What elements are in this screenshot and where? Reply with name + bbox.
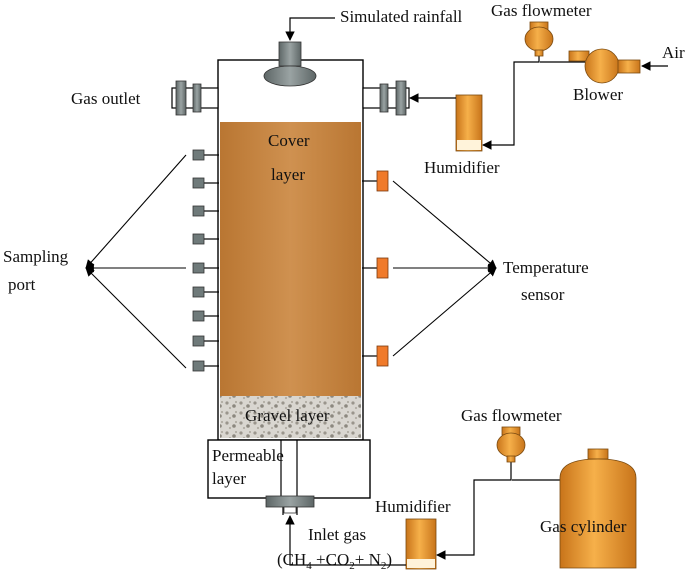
permeable-layer-box (207, 439, 371, 499)
formula-plus2: + N (355, 550, 381, 569)
temperature-sensor-body (376, 345, 389, 367)
label-permeable-layer-2: layer (212, 469, 246, 488)
humidifier-bottom-water (407, 559, 435, 568)
sampling-port (192, 205, 219, 217)
sampling-port (192, 262, 219, 274)
sprinkler-head (263, 65, 317, 87)
humidifier-bottom (285, 457, 512, 570)
humidifier-to-inlet-line (285, 515, 406, 566)
flowmeter-bottom-bulb (496, 432, 526, 458)
sampling-arrow-3 (85, 267, 187, 369)
label-sampling-port-1: Sampling (3, 247, 69, 266)
blower-outlet-stub (617, 59, 641, 74)
label-permeable-layer-1: Permeable (212, 446, 284, 465)
label-gas-flowmeter-bottom: Gas flowmeter (461, 406, 562, 425)
flowmeter-bottom-neck (506, 455, 516, 463)
temperature-sensor (362, 257, 389, 279)
temperature-sensor-body (376, 257, 389, 279)
sampling-port (192, 233, 219, 245)
cover-layer (220, 122, 361, 396)
gas-inlet-flange-inner (379, 83, 389, 113)
sampling-port (192, 310, 219, 322)
label-simulated-rainfall: Simulated rainfall (340, 7, 463, 26)
sampling-ports (192, 149, 219, 372)
label-gas-outlet: Gas outlet (71, 89, 141, 108)
gas-outlet-flange-inner (192, 83, 202, 113)
label-sampling-port-2: port (8, 275, 36, 294)
label-temperature-sensor-2: sensor (521, 285, 565, 304)
blower-housing (584, 48, 620, 84)
formula-sub1: 4 (306, 560, 312, 572)
label-humidifier-top: Humidifier (424, 158, 500, 177)
rainfall-sprinkler (263, 17, 335, 87)
label-blower: Blower (573, 85, 623, 104)
temperature-sensor (362, 345, 389, 367)
sprinkler-stem (278, 41, 302, 67)
label-gas-cylinder: Gas cylinder (540, 517, 627, 536)
temperature-sensor-arrows (392, 180, 497, 357)
labels: Simulated rainfall Gas flowmeter Air Blo… (3, 1, 685, 572)
gas-inlet-flange-outer (395, 80, 407, 116)
label-air: Air (662, 43, 685, 62)
sampling-port (192, 360, 219, 372)
sampling-port (192, 149, 219, 161)
blower (568, 48, 668, 84)
sensor-arrow-3 (392, 267, 497, 357)
temperature-sensor (362, 170, 389, 192)
sampling-port-valve (192, 177, 205, 189)
sensor-arrow-1 (392, 180, 497, 269)
cylinder-valve (587, 448, 609, 460)
sampling-port (192, 177, 219, 189)
reactor-column (207, 59, 371, 515)
gas-flowmeter-top (524, 21, 585, 63)
flowmeter-top-neck (534, 49, 544, 57)
rainfall-arrow-line (285, 17, 335, 41)
sampling-port (192, 286, 219, 298)
label-humidifier-bottom: Humidifier (375, 497, 451, 516)
inlet-valve (265, 495, 315, 508)
formula-sub2: 2 (349, 560, 355, 572)
label-inlet-gas: Inlet gas (308, 525, 366, 544)
temperature-sensor-body (376, 170, 389, 192)
sampling-port-valve (192, 310, 205, 322)
label-cover-layer-2: layer (271, 165, 305, 184)
cylinder-shape (559, 458, 637, 569)
label-gas-flowmeter-top: Gas flowmeter (491, 1, 592, 20)
gas-inlet-fitting (362, 80, 410, 116)
gas-cylinder (559, 448, 637, 569)
formula-sub3: 2 (381, 560, 387, 572)
gravel-layer (220, 396, 361, 438)
label-gravel-layer: Gravel layer (245, 406, 330, 425)
sampling-port-valve (192, 205, 205, 217)
formula-close: ) (386, 550, 392, 569)
sampling-port-valve (192, 233, 205, 245)
temperature-sensors (362, 170, 389, 367)
humidifier-top-water (457, 140, 481, 150)
sampling-port-valve (192, 286, 205, 298)
flowmeter-top-bulb (524, 26, 554, 52)
label-formula: (CH4 +CO2+ N2) (277, 550, 392, 572)
gas-outlet-flange-outer (175, 80, 187, 116)
sampling-port-arrows (85, 154, 187, 369)
gas-outlet-fitting (171, 80, 219, 116)
sampling-port (192, 335, 219, 347)
sampling-arrow-1 (85, 154, 187, 269)
label-temperature-sensor-1: Temperature (503, 258, 589, 277)
sampling-port-valve (192, 335, 205, 347)
flowmeter-to-humidifier-line (482, 53, 540, 150)
formula-plus1: +CO (312, 550, 349, 569)
formula-open: (CH (277, 550, 306, 569)
sampling-port-valve (192, 360, 205, 372)
inlet-valve-tip (283, 506, 297, 514)
sampling-port-valve (192, 262, 205, 274)
flowmeter-to-humidifier-bottom-line (436, 457, 512, 560)
humidifier-top (409, 53, 540, 152)
label-cover-layer-1: Cover (268, 131, 310, 150)
sampling-port-valve (192, 149, 205, 161)
